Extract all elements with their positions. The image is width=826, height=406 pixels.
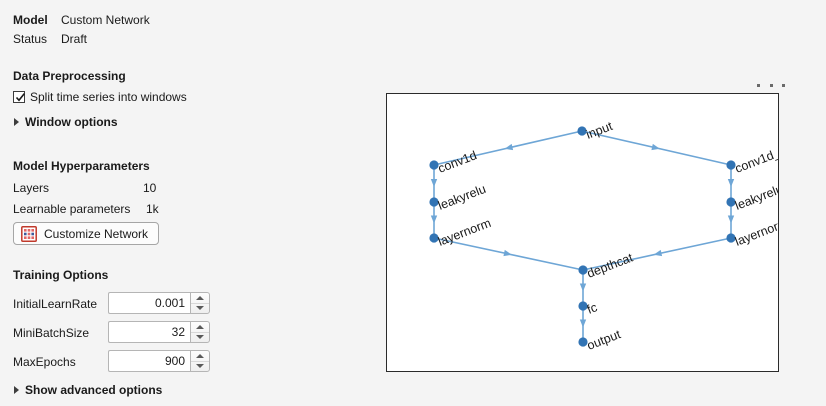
graph-edge [581,130,732,166]
graph-node-conv1d_r[interactable]: conv1d_ [726,145,778,176]
graph-edge [579,306,587,342]
chevron-right-icon [14,118,19,126]
settings-panel: Model Custom Network Status Draft Data P… [0,0,370,406]
show-advanced-options-label: Show advanced options [25,383,163,397]
graph-node-label: leakyrelu [733,182,778,213]
graph-node-conv1d_l[interactable]: conv1d [429,148,479,176]
spinner-down-button[interactable] [191,333,209,343]
maxepochs-label: MaxEpochs [13,355,76,369]
maxepochs-spinner[interactable] [190,350,210,372]
graph-node-leakyrelu_l[interactable]: leakyrelu [429,182,488,213]
minibatchsize-label: MiniBatchSize [13,326,90,340]
graph-node-label: input [584,119,615,142]
maxepochs-stepper[interactable] [108,350,210,372]
graph-edge [433,237,584,271]
spinner-up-button[interactable] [191,351,209,362]
graph-node-label: conv1d [436,148,479,176]
checkmark-icon [15,93,25,102]
customize-network-button[interactable]: Customize Network [13,222,160,245]
window-options-expander[interactable]: Window options [14,115,118,129]
checkbox-box[interactable] [13,91,25,103]
graph-edge [430,165,438,202]
maxepochs-input[interactable] [108,350,190,372]
minibatchsize-stepper[interactable] [108,321,210,343]
window-options-label: Window options [25,115,118,129]
status-label: Status [13,32,48,46]
training-options-heading: Training Options [13,268,109,282]
data-preprocessing-heading: Data Preprocessing [13,69,126,83]
graph-node-label: leakyrelu [436,182,488,213]
split-time-series-checkbox[interactable]: Split time series into windows [13,90,187,104]
graph-node-layernorm_r[interactable]: layernorm [726,216,778,249]
graph-node-output[interactable]: output [578,327,623,353]
initiallearnrate-input[interactable] [108,292,190,314]
initiallearnrate-spinner[interactable] [190,292,210,314]
layers-label: Layers [13,181,50,195]
learnable-parameters-value: 1k [146,202,159,216]
network-graph[interactable]: inputconv1dleakyrelulayernormconv1d_leak… [387,94,778,371]
caret-down-icon [196,364,204,369]
graph-edge [430,202,438,238]
caret-down-icon [196,335,204,340]
dot-icon [782,83,785,87]
initiallearnrate-label: InitialLearnRate [13,297,98,311]
caret-up-icon [196,295,204,300]
graph-node-label: depthcat [585,250,635,280]
learnable-parameters-label: Learnable parameters [13,202,131,216]
status-value: Draft [61,32,88,46]
model-label: Model [13,13,48,27]
caret-down-icon [196,306,204,311]
graph-node-label: conv1d_ [733,145,778,175]
checkbox-label: Split time series into windows [30,90,187,104]
layers-value: 10 [143,181,157,195]
graph-edge [433,130,583,166]
graph-node-label: layernorm [733,216,778,249]
network-icon [21,225,37,242]
minibatchsize-spinner[interactable] [190,321,210,343]
graph-edge [579,270,587,306]
model-value: Custom Network [61,13,150,27]
diagram-overflow-menu[interactable] [757,78,785,92]
graph-node-label: fc [585,300,599,317]
graph-edge [582,237,732,271]
dot-icon [769,83,773,87]
minibatchsize-input[interactable] [108,321,190,343]
spinner-up-button[interactable] [191,293,209,304]
graph-node-label: output [585,327,623,353]
customize-network-label: Customize Network [44,226,149,241]
graph-node-leakyrelu_r[interactable]: leakyrelu [726,182,778,213]
chevron-right-icon [14,386,19,394]
spinner-down-button[interactable] [191,362,209,372]
graph-node-fc[interactable]: fc [578,300,599,317]
graph-node-input[interactable]: input [577,119,615,142]
graph-node-depthcat[interactable]: depthcat [578,250,635,281]
dot-icon [757,83,760,87]
graph-edge [727,165,735,202]
spinner-down-button[interactable] [191,304,209,314]
caret-up-icon [196,353,204,358]
show-advanced-options-expander[interactable]: Show advanced options [14,383,162,397]
initiallearnrate-stepper[interactable] [108,292,210,314]
caret-up-icon [196,324,204,329]
model-hyperparameters-heading: Model Hyperparameters [13,159,150,173]
spinner-up-button[interactable] [191,322,209,333]
graph-edge [727,202,735,238]
